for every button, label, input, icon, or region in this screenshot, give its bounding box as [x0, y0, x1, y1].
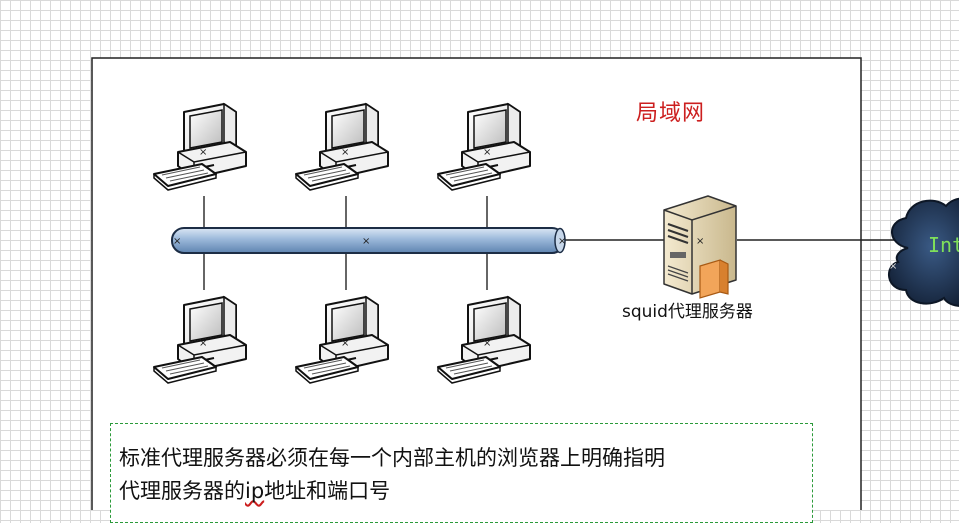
network-bus: × × ×	[171, 227, 566, 254]
note-box: 标准代理服务器必须在每一个内部主机的浏览器上明确指明 代理服务器的ip地址和端口…	[110, 423, 813, 523]
server-icon: ×	[663, 195, 737, 299]
network-drops	[203, 196, 488, 290]
svg-text:×: ×	[696, 236, 704, 247]
svg-text:×: ×	[483, 147, 491, 158]
svg-text:×: ×	[558, 236, 566, 247]
svg-text:×: ×	[173, 236, 181, 247]
svg-text:×: ×	[483, 338, 491, 349]
svg-text:×: ×	[341, 147, 349, 158]
svg-text:×: ×	[199, 338, 207, 349]
note-line-2: 代理服务器的ip地址和端口号	[119, 475, 809, 508]
connection-markers: × × × × × ×	[199, 147, 491, 349]
note-line-2-prefix: 代理服务器的	[119, 479, 245, 503]
internet-label: Int	[928, 233, 959, 257]
note-line-1: 标准代理服务器必须在每一个内部主机的浏览器上明确指明	[119, 446, 665, 470]
svg-text:×: ×	[889, 261, 897, 272]
server-label: squid代理服务器	[622, 302, 753, 322]
internet-cloud-icon: ×	[888, 197, 959, 307]
svg-text:×: ×	[362, 236, 370, 247]
note-ip-word: ip	[245, 479, 265, 503]
svg-text:×: ×	[199, 147, 207, 158]
lan-title: 局域网	[636, 101, 706, 126]
svg-text:×: ×	[341, 338, 349, 349]
note-text: 标准代理服务器必须在每一个内部主机的浏览器上明确指明 代理服务器的ip地址和端口…	[119, 442, 809, 508]
note-line-2-suffix: 地址和端口号	[264, 479, 391, 503]
